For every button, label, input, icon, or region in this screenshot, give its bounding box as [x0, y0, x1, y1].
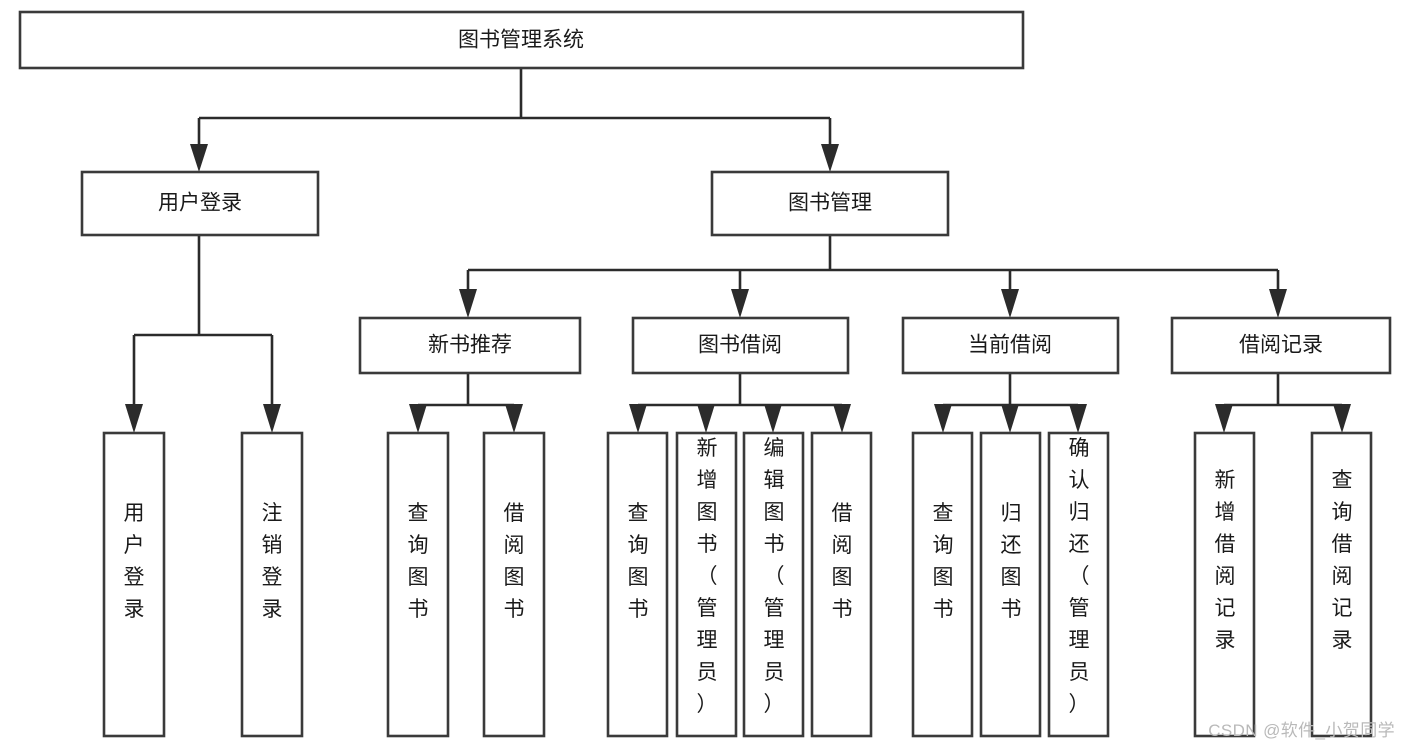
leaf-node-borrow-book-2[interactable]: 借阅图书 — [810, 431, 873, 738]
node-label: 查询借阅记录 — [1332, 469, 1353, 652]
arrow-head-icon — [731, 289, 749, 318]
node-box — [710, 170, 950, 237]
node-current-borrow[interactable]: 当前借阅 — [901, 316, 1120, 375]
arrow-head-icon — [409, 404, 427, 433]
node-book-management-system[interactable]: 图书管理系统 — [18, 10, 1025, 70]
node-label: 用户登录 — [124, 502, 145, 621]
arrow-head-icon — [1215, 404, 1233, 433]
node-box — [810, 431, 873, 738]
leaf-node-borrow-book-1[interactable]: 借阅图书 — [482, 431, 546, 738]
node-box — [102, 431, 166, 738]
leaf-node-confirm-return[interactable]: 确认归还（管理员） — [1047, 431, 1110, 738]
node-box — [1047, 431, 1110, 738]
node-box — [606, 431, 669, 738]
node-box — [386, 431, 450, 738]
node-label: 图书管理系统 — [458, 29, 584, 52]
node-label: 查询图书 — [933, 502, 954, 621]
node-box — [18, 10, 1025, 70]
leaf-node-query-book-2[interactable]: 查询图书 — [606, 431, 669, 738]
node-box — [358, 316, 582, 375]
node-label: 图书管理 — [788, 192, 872, 215]
leaf-node-user-login[interactable]: 用户登录 — [102, 431, 166, 738]
node-box — [482, 431, 546, 738]
arrow-head-icon — [697, 404, 715, 433]
leaf-node-query-record[interactable]: 查询借阅记录 — [1310, 431, 1373, 738]
node-borrow-record[interactable]: 借阅记录 — [1170, 316, 1392, 375]
csdn-watermark: CSDN @软件_小贺同学 — [1208, 721, 1395, 740]
arrow-head-icon — [459, 289, 477, 318]
node-label: 新增图书（管理员） — [697, 437, 718, 716]
leaf-node-logout-login[interactable]: 注销登录 — [240, 431, 304, 738]
node-user-login[interactable]: 用户登录 — [80, 170, 320, 237]
arrow-head-icon — [833, 404, 851, 433]
node-label: 归还图书 — [1001, 502, 1022, 621]
node-label: 借阅图书 — [832, 502, 853, 621]
node-box — [911, 431, 974, 738]
node-book-management[interactable]: 图书管理 — [710, 170, 950, 237]
node-label: 图书借阅 — [698, 334, 782, 357]
leaf-node-return-book[interactable]: 归还图书 — [979, 431, 1042, 738]
node-label: 借阅记录 — [1239, 334, 1323, 357]
node-new-book-recommend[interactable]: 新书推荐 — [358, 316, 582, 375]
node-box — [979, 431, 1042, 738]
leaf-node-add-record[interactable]: 新增借阅记录 — [1193, 431, 1256, 738]
node-book-borrow[interactable]: 图书借阅 — [631, 316, 850, 375]
leaf-node-query-book-1[interactable]: 查询图书 — [386, 431, 450, 738]
connector-layer — [125, 68, 1351, 433]
node-box — [80, 170, 320, 237]
node-box — [1170, 316, 1392, 375]
arrow-head-icon — [1069, 404, 1087, 433]
arrow-head-icon — [629, 404, 647, 433]
arrow-head-icon — [190, 144, 208, 172]
arrow-head-icon — [1001, 289, 1019, 318]
arrow-head-icon — [1001, 404, 1019, 433]
node-box — [1193, 431, 1256, 738]
node-box — [1310, 431, 1373, 738]
leaf-node-query-book-3[interactable]: 查询图书 — [911, 431, 974, 738]
node-box — [675, 431, 738, 738]
arrow-head-icon — [1269, 289, 1287, 318]
node-label: 新书推荐 — [428, 334, 512, 357]
leaf-node-add-book[interactable]: 新增图书（管理员） — [675, 431, 738, 738]
node-label: 新增借阅记录 — [1215, 469, 1236, 652]
leaf-node-edit-book[interactable]: 编辑图书（管理员） — [742, 431, 805, 738]
node-box — [901, 316, 1120, 375]
arrow-head-icon — [764, 404, 782, 433]
arrow-head-icon — [505, 404, 523, 433]
node-label: 编辑图书（管理员） — [764, 437, 785, 716]
node-label: 确认归还（管理员） — [1069, 437, 1090, 716]
node-label: 当前借阅 — [968, 334, 1052, 357]
arrow-head-icon — [1333, 404, 1351, 433]
node-label: 用户登录 — [158, 192, 242, 215]
arrow-head-icon — [263, 404, 281, 433]
node-box — [631, 316, 850, 375]
arrow-head-icon — [125, 404, 143, 433]
node-box — [240, 431, 304, 738]
arrow-head-icon — [821, 144, 839, 172]
node-label: 查询图书 — [628, 502, 649, 621]
node-label: 注销登录 — [262, 502, 283, 621]
node-label: 查询图书 — [408, 502, 429, 621]
node-box — [742, 431, 805, 738]
arrow-head-icon — [934, 404, 952, 433]
node-label: 借阅图书 — [504, 502, 525, 621]
